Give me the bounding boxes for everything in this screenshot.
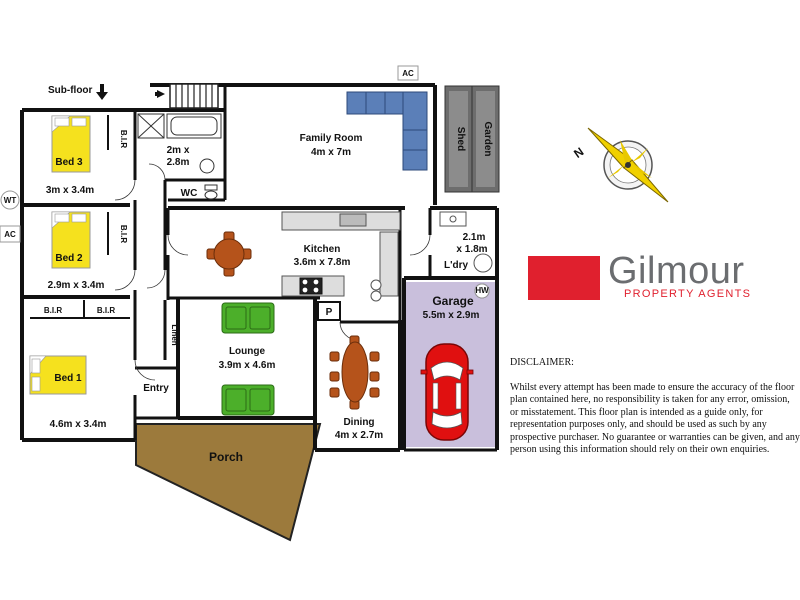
garden-label: Garden xyxy=(482,121,493,156)
hw-label: HW xyxy=(475,286,489,295)
bed3-name: Bed 3 xyxy=(55,157,83,168)
wt-label: WT xyxy=(4,196,17,205)
kitchen-table-icon xyxy=(206,231,252,277)
bed2-size: 2.9m x 3.4m xyxy=(48,280,105,291)
compass-icon xyxy=(587,127,669,203)
disclaimer-body: Whilst every attempt has been made to en… xyxy=(510,381,800,456)
porch-floor xyxy=(135,423,322,542)
family-room-sofa xyxy=(346,91,428,171)
dining-size: 4m x 2.7m xyxy=(335,430,383,441)
disclaimer: DISCLAIMER: Whilst every attempt has bee… xyxy=(510,357,800,457)
bed2-name: Bed 2 xyxy=(55,253,83,264)
toilet-icon xyxy=(204,190,218,200)
wt-badge xyxy=(0,190,20,210)
stool-icon xyxy=(370,290,382,302)
ac-label-top: AC xyxy=(402,69,414,78)
bed2-icon xyxy=(51,211,91,269)
bed1-name: Bed 1 xyxy=(54,373,82,384)
dining-table-icon xyxy=(329,335,380,410)
wc-label: WC xyxy=(181,188,198,199)
kitchen-name: Kitchen xyxy=(304,244,341,255)
bir-bed2-label: B.I.R xyxy=(119,225,128,243)
bir-bed1-label-b: B.I.R xyxy=(97,306,115,315)
stool-icon xyxy=(370,279,382,291)
pantry-label: P xyxy=(326,307,333,318)
shed-garden xyxy=(444,85,500,193)
laundry-size-line1: 2.1m xyxy=(463,232,486,243)
basin-icon xyxy=(199,158,215,174)
bed3-icon xyxy=(51,115,91,173)
brand-logo-mark xyxy=(528,256,600,300)
entry-label: Entry xyxy=(143,383,169,394)
sink-icon xyxy=(339,213,367,227)
hw-badge xyxy=(474,283,490,299)
bathroom-size-line2: 2.8m xyxy=(167,157,190,168)
door-swings xyxy=(114,163,431,381)
laundry-name: L'dry xyxy=(444,260,468,271)
shed-label: Shed xyxy=(455,127,466,151)
garage-name: Garage xyxy=(432,294,474,308)
kitchen-fixtures xyxy=(206,211,401,302)
toilet-tank-icon xyxy=(204,184,218,191)
brand-name: Gilmour xyxy=(608,250,745,292)
ac-badge-left xyxy=(0,225,21,243)
porch-label: Porch xyxy=(209,450,243,464)
bathroom-size-line1: 2m x xyxy=(167,145,190,156)
bathroom-fixtures xyxy=(137,113,222,200)
compass-north-label: N xyxy=(571,145,586,161)
bir-bed1-label-a: B.I.R xyxy=(44,306,62,315)
stairs xyxy=(169,83,219,109)
laundry-size-line2: x 1.8m xyxy=(456,244,487,255)
family-room-name: Family Room xyxy=(300,133,363,144)
bed1-icon xyxy=(29,355,87,395)
ac-badge-top xyxy=(397,65,419,81)
garage-size: 5.5m x 2.9m xyxy=(423,310,480,321)
subfloor-label: Sub-floor xyxy=(48,85,93,96)
brand-logo: Gilmour PROPERTY AGENTS xyxy=(528,250,768,304)
washing-machine-icon xyxy=(473,253,493,273)
dining-name: Dining xyxy=(343,417,374,428)
family-room-size: 4m x 7m xyxy=(311,147,351,158)
kitchen-size: 3.6m x 7.8m xyxy=(294,257,351,268)
bed3-size: 3m x 3.4m xyxy=(46,185,94,196)
ac-label-left: AC xyxy=(4,230,16,239)
brand-tagline: PROPERTY AGENTS xyxy=(624,288,752,300)
lounge-name: Lounge xyxy=(229,346,266,357)
lounge-size: 3.9m x 4.6m xyxy=(219,360,276,371)
car-icon xyxy=(420,343,474,441)
bir-bed3-label: B.I.R xyxy=(119,130,128,148)
lounge-sofas xyxy=(221,302,275,416)
stairs-arrow-tail xyxy=(155,92,159,96)
floor-fills xyxy=(135,282,497,542)
subfloor-arrow-icon xyxy=(96,84,108,100)
linen-label: Linen xyxy=(170,324,179,345)
bed1-size: 4.6m x 3.4m xyxy=(50,419,107,430)
disclaimer-title: DISCLAIMER: xyxy=(510,357,574,368)
